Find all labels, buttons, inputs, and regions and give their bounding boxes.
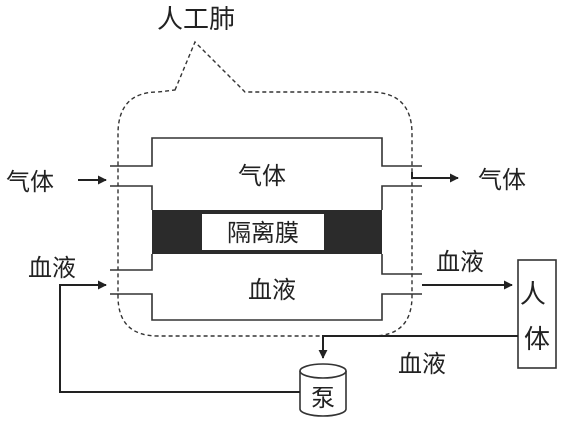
- blood-chamber-outline: [110, 254, 422, 321]
- pump-to-lung-line: [59, 280, 300, 393]
- gas-in-label: 气体: [6, 168, 54, 196]
- membrane-label: 隔离膜: [227, 219, 299, 247]
- pump: [299, 363, 347, 417]
- blood-chamber-label: 血液: [248, 276, 296, 304]
- gas-out-arrow: [411, 172, 459, 183]
- gas-chamber-label: 气体: [238, 162, 286, 190]
- gas-chamber-outline: [110, 137, 422, 210]
- body-box: [517, 259, 557, 369]
- blood-return-label: 血液: [398, 350, 446, 378]
- pump-label: 泵: [311, 384, 335, 412]
- blood-in-label: 血液: [28, 254, 76, 282]
- blood-return-line: [318, 335, 518, 359]
- callout-title: 人工肺: [157, 5, 235, 35]
- gas-out-label: 气体: [478, 166, 526, 194]
- body-label: 人 体: [520, 280, 554, 355]
- blood-out-label: 血液: [436, 248, 484, 276]
- membrane-label-box: [202, 214, 324, 250]
